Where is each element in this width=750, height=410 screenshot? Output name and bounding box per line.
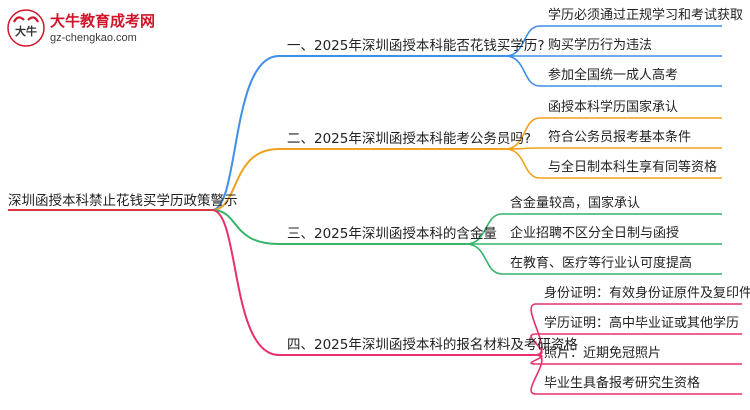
logo-title: 大牛教育成考网 [50,12,156,30]
child-connector-2-1 [504,117,541,150]
child-label-2-1: 函授本科学历国家承认 [548,100,679,115]
child-label-1-2: 购买学历行为违法 [548,38,653,53]
child-label-4-3: 照片：近期免冠照片 [544,346,662,361]
branch-connector-1 [211,55,280,211]
child-label-2-3: 与全日制本科生享有同等资格 [548,160,718,175]
child-label-4-2: 学历证明：高中毕业证或其他学历 [544,316,740,331]
logo-mark-text: 大牛 [15,24,37,38]
bull-logo-icon: 大牛 [7,9,45,47]
branch-label-1: 一、2025年深圳函授本科能否花钱买学历? [287,38,545,54]
child-connector-1-3 [504,55,541,87]
child-connector-4-1 [530,303,543,356]
child-label-3-1: 含金量较高，国家承认 [510,196,641,211]
child-label-3-3: 在教育、医疗等行业认可度提高 [510,256,693,271]
branch-connector-3 [211,209,280,245]
child-connector-2-3 [504,148,541,179]
child-connector-3-3 [465,243,503,275]
child-label-4-4: 毕业生具备报考研究生资格 [544,376,701,391]
logo-url: gz-chengkao.com [50,32,137,44]
child-connector-1-1 [504,25,541,57]
root-node-label: 深圳函授本科禁止花钱买学历政策警示 [8,193,238,209]
child-connector-4-4 [530,354,543,395]
child-label-4-1: 身份证明：有效身份证原件及复印件 [544,286,750,301]
branch-connector-2 [211,148,280,211]
child-connector-3-1 [465,213,503,245]
branch-label-4: 四、2025年深圳函授本科的报名材料及考研资格 [287,337,578,353]
branch-connector-4 [211,209,280,356]
child-label-2-2: 符合公务员报考基本条件 [548,130,692,145]
branch-label-3: 三、2025年深圳函授本科的含金量 [287,226,497,242]
child-label-1-1: 学历必须通过正规学习和考试获取 [548,8,744,23]
child-label-3-2: 企业招聘不区分全日制与函授 [510,226,680,241]
branch-label-2: 二、2025年深圳函授本科能考公务员吗? [287,131,532,147]
child-connector-4-2 [530,333,543,356]
site-logo[interactable]: 大牛 大牛教育成考网 gz-chengkao.com [6,8,186,52]
child-label-1-3: 参加全国统一成人高考 [548,68,679,83]
